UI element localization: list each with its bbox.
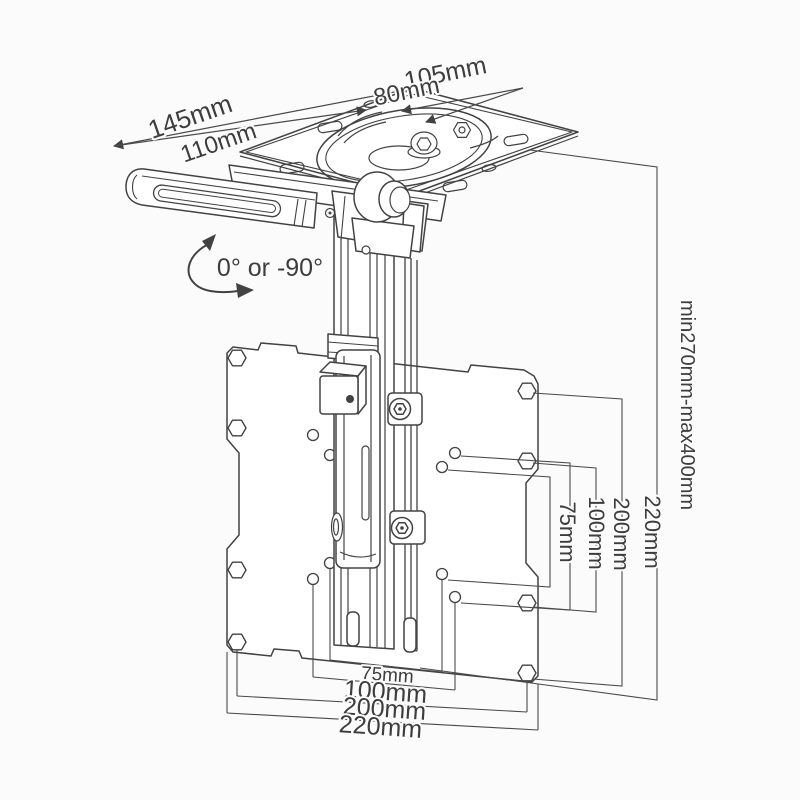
column-foot: [346, 611, 360, 647]
hex-hole: [517, 664, 537, 682]
label-bottom-200mm: 200mm: [342, 692, 427, 726]
telescopic-column: [319, 211, 426, 653]
joint-nut: [452, 122, 472, 138]
hex-hole: [227, 419, 247, 437]
label-vertical-100mm: 100mm: [584, 496, 609, 569]
arm-slot: [152, 184, 282, 218]
hex-hole: [517, 382, 537, 400]
label-fold-angle: 0° or -90°: [217, 254, 323, 282]
round-hole: [306, 572, 320, 586]
label-vertical-200mm: 200mm: [609, 497, 634, 570]
label-bottom-220mm: 220mm: [338, 710, 423, 744]
hex-hole: [227, 349, 247, 367]
vesa-hex-holes: [227, 349, 537, 682]
hex-hole: [227, 561, 247, 579]
dim-line-horizontal-100mm: [312, 676, 456, 691]
label-height-range: min270mm-max400mm: [676, 300, 698, 510]
round-hole: [448, 590, 462, 604]
rail-bolts: [387, 392, 426, 545]
dim-line-105mm: [400, 87, 524, 115]
label-vertical-220mm: 220mm: [640, 495, 665, 568]
folding-arm: [125, 168, 318, 229]
round-hole: [448, 446, 462, 460]
round-hole: [435, 567, 449, 581]
dim-line-vertical-75mm: [447, 469, 551, 588]
horizontal-dimension-lines: [226, 569, 539, 731]
dim-line-145mm: [112, 85, 412, 150]
round-hole: [435, 460, 449, 474]
hex-hole: [227, 633, 247, 651]
top-dimension-lines: [112, 85, 524, 150]
arrowhead-up-icon: [202, 234, 216, 251]
dim-line-vertical-220mm: [532, 392, 623, 687]
ball-nut: [416, 137, 432, 151]
label-bottom-100mm: 100mm: [343, 675, 428, 709]
plate-center-rails: [404, 256, 418, 652]
dim-line-80mm: [425, 87, 524, 124]
round-hole: [306, 428, 320, 442]
tilt-knob: [353, 171, 411, 223]
arrowhead-right-icon: [236, 283, 254, 298]
clamp-block: [319, 361, 367, 415]
vesa-small-holes: [306, 428, 462, 604]
dim-line-horizontal-75mm: [329, 659, 443, 673]
clamp-screw: [346, 395, 354, 403]
clevis-screw: [361, 245, 371, 255]
dim-line-horizontal-200mm: [236, 695, 528, 713]
column-foot: [403, 617, 417, 653]
dim-line-horizontal-220mm: [226, 712, 539, 731]
dim-line-vertical-100mm: [460, 455, 571, 611]
rotation-arrow: [187, 234, 254, 298]
dim-line-110mm: [113, 106, 368, 147]
hex-hole: [517, 594, 537, 612]
label-vertical-75mm: 75mm: [555, 501, 580, 562]
dim-line-vertical-200mm: [532, 462, 597, 613]
